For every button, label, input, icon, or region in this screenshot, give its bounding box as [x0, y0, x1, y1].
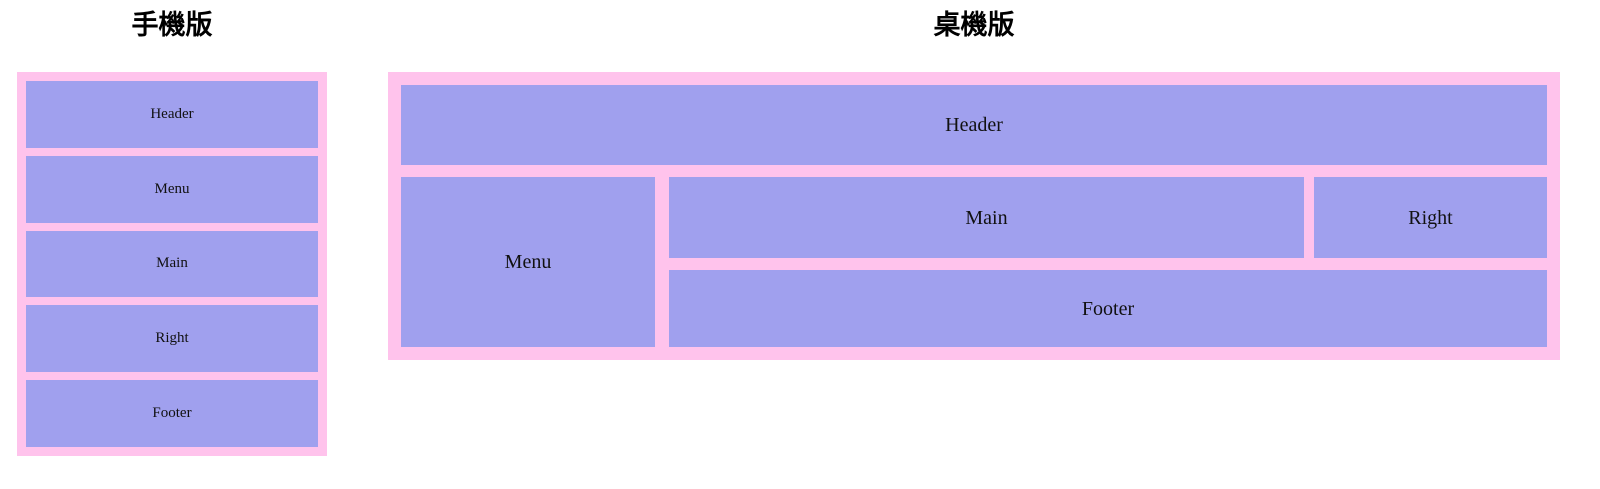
mobile-block-main: Main — [26, 230, 318, 298]
desktop-block-right-label: Right — [1408, 206, 1453, 229]
desktop-block-right: Right — [1314, 177, 1547, 258]
desktop-block-main: Main — [669, 177, 1304, 258]
mobile-block-footer-label: Footer — [152, 405, 192, 422]
mobile-layout-title: 手機版 — [131, 10, 213, 41]
desktop-block-header: Header — [401, 85, 1547, 165]
desktop-block-main-label: Main — [965, 206, 1008, 229]
desktop-layout-wireframe: Header Menu Main Right Footer — [388, 72, 1560, 360]
desktop-block-menu-label: Menu — [504, 251, 552, 273]
desktop-block-header-label: Header — [945, 114, 1003, 136]
mobile-block-menu-label: Menu — [154, 180, 190, 197]
desktop-content-stack: Main Right Footer — [669, 177, 1547, 347]
desktop-block-footer: Footer — [669, 270, 1547, 347]
mobile-block-main-label: Main — [156, 255, 188, 272]
desktop-block-menu: Menu — [401, 177, 655, 347]
desktop-block-footer-label: Footer — [1081, 297, 1135, 320]
mobile-block-header: Header — [26, 81, 318, 148]
desktop-middle-row: Main Right — [669, 177, 1547, 258]
mobile-block-right: Right — [26, 305, 318, 373]
desktop-lower-region: Menu Main Right Footer — [401, 177, 1547, 347]
mobile-block-header-label: Header — [150, 105, 194, 122]
mobile-block-right-label: Right — [155, 330, 189, 347]
mobile-block-menu: Menu — [26, 155, 318, 223]
mobile-block-footer: Footer — [26, 380, 318, 447]
mobile-layout-wireframe: Header Menu Main Right Footer — [17, 72, 327, 456]
desktop-layout-title: 桌機版 — [933, 10, 1015, 41]
